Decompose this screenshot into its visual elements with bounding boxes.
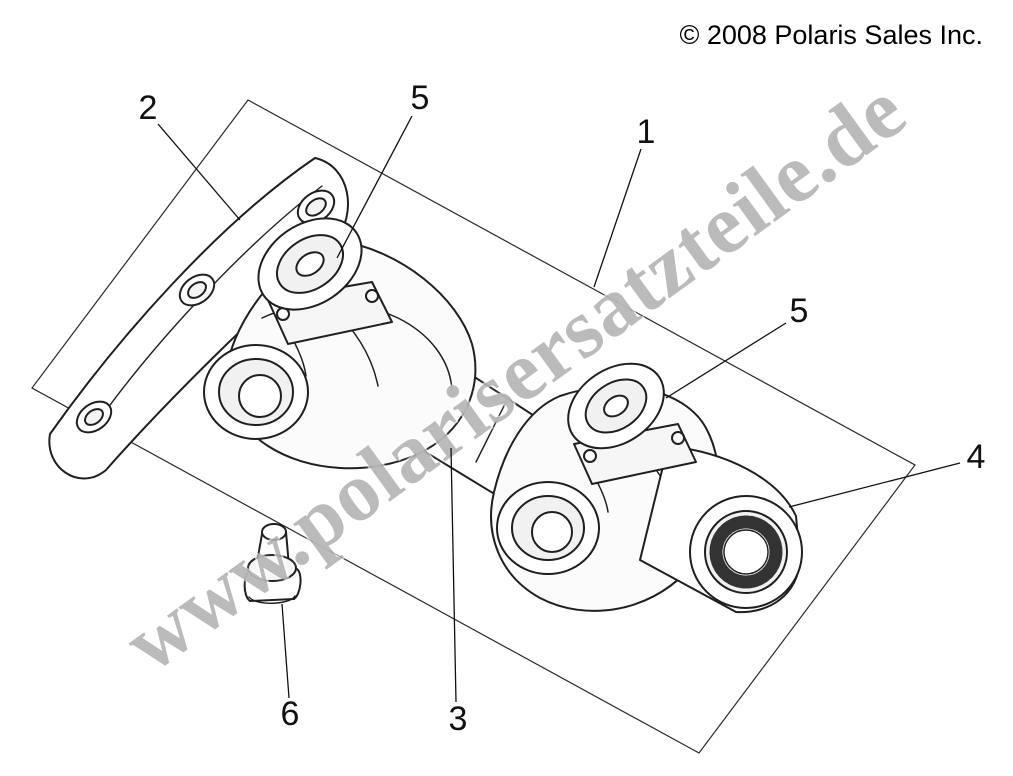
callout-1: 1 (636, 113, 656, 151)
rear-u-joint (490, 362, 803, 614)
callout-4: 4 (966, 438, 986, 476)
front-u-joint (203, 217, 477, 470)
callout-3: 3 (448, 700, 468, 738)
copyright-notice: © 2008 Polaris Sales Inc. (679, 20, 983, 50)
callout-5-rear: 5 (789, 292, 809, 330)
callout-5-front: 5 (410, 79, 430, 117)
front-flange-yoke (48, 157, 349, 480)
mounting-bolt (243, 523, 302, 604)
callout-2: 2 (138, 89, 158, 127)
callout-6: 6 (280, 695, 300, 733)
splined-end-yoke (639, 445, 803, 614)
